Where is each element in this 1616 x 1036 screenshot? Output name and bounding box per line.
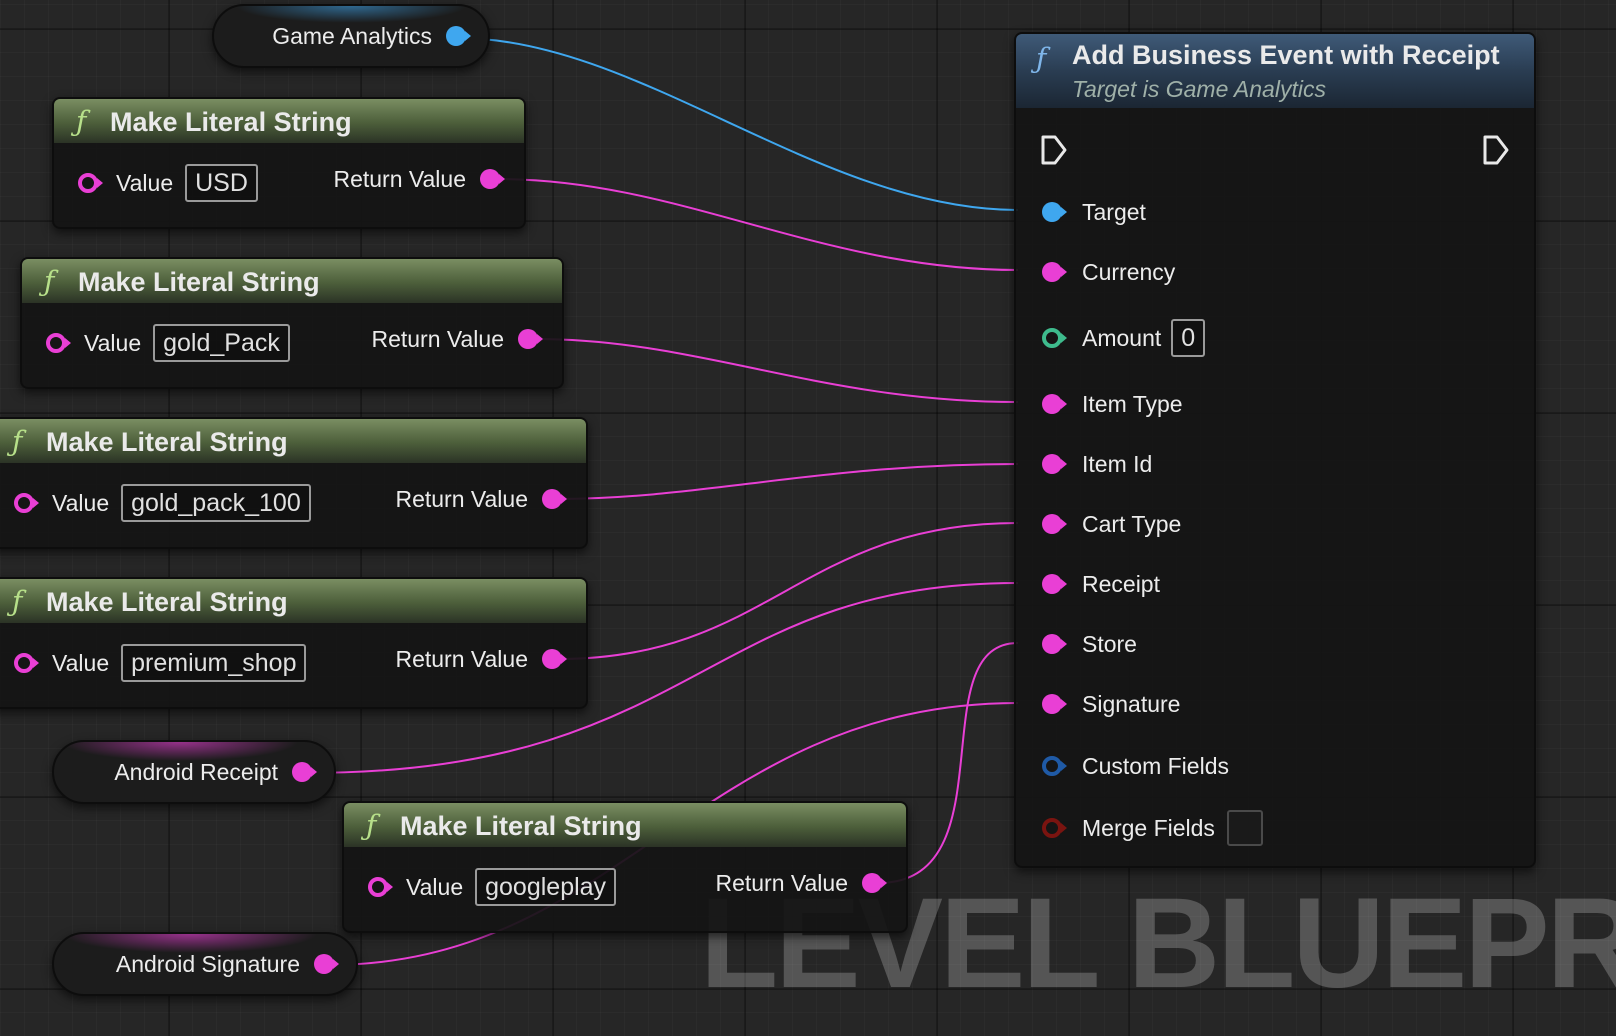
value-label: Value	[116, 169, 174, 196]
function-icon: ƒ	[366, 809, 377, 842]
function-icon: ƒ	[44, 265, 55, 298]
wire-usd-to-currency[interactable]	[497, 178, 1019, 271]
item-type-label: Item Type	[1082, 390, 1183, 417]
cart-type-label: Cart Type	[1082, 510, 1182, 537]
make-literal-string-node-googleplay[interactable]: ƒ Make Literal String Value googleplay R…	[342, 801, 908, 933]
string-output-pin-icon[interactable]	[518, 329, 543, 349]
item-id-label: Item Id	[1082, 450, 1153, 477]
game-analytics-label: Game Analytics	[272, 22, 432, 49]
merge-fields-label: Merge Fields	[1082, 814, 1215, 841]
node-header: ƒ Make Literal String	[22, 259, 562, 303]
return-value-label: Return Value	[395, 485, 528, 512]
object-pin-icon[interactable]	[446, 26, 471, 46]
merge-fields-pin-icon[interactable]	[1042, 818, 1067, 838]
signature-label: Signature	[1082, 690, 1181, 717]
return-value-label: Return Value	[715, 869, 848, 896]
node-header: ƒ Make Literal String	[0, 419, 586, 463]
make-literal-string-node-premium-shop[interactable]: ƒ Make Literal String Value premium_shop…	[0, 577, 588, 709]
currency-pin-icon[interactable]	[1042, 262, 1067, 282]
wire-game-analytics-to-target[interactable]	[457, 37, 1019, 211]
wire-gold-pack-to-item-type[interactable]	[535, 338, 1019, 403]
function-icon: ƒ	[1036, 42, 1047, 75]
wire-googleplay-to-store[interactable]	[877, 642, 1019, 884]
item-id-pin-icon[interactable]	[1042, 454, 1067, 474]
value-label: Value	[406, 873, 464, 900]
amount-pin-icon[interactable]	[1042, 328, 1067, 348]
value-text-field[interactable]: gold_Pack	[153, 324, 290, 362]
string-pin-icon[interactable]	[292, 762, 317, 782]
custom-fields-label: Custom Fields	[1082, 752, 1229, 779]
string-input-pin-icon[interactable]	[78, 173, 103, 193]
signature-pin-icon[interactable]	[1042, 694, 1067, 714]
exec-input-pin-icon[interactable]	[1040, 134, 1068, 166]
string-input-pin-icon[interactable]	[14, 653, 39, 673]
store-pin-icon[interactable]	[1042, 634, 1067, 654]
function-icon: ƒ	[12, 585, 23, 618]
function-icon: ƒ	[76, 105, 87, 138]
target-label: Target	[1082, 198, 1146, 225]
return-value-label: Return Value	[395, 645, 528, 672]
function-icon: ƒ	[12, 425, 23, 458]
string-output-pin-icon[interactable]	[862, 873, 887, 893]
node-title: Make Literal String	[46, 427, 288, 457]
string-input-pin-icon[interactable]	[368, 877, 393, 897]
value-text-field[interactable]: gold_pack_100	[121, 484, 311, 522]
android-signature-getter-node[interactable]: Android Signature	[52, 932, 358, 996]
string-input-pin-icon[interactable]	[14, 493, 39, 513]
node-header: ƒ Make Literal String	[0, 579, 586, 623]
string-pin-icon[interactable]	[314, 954, 339, 974]
value-text-field[interactable]: googleplay	[475, 868, 617, 906]
android-receipt-label: Android Receipt	[114, 758, 278, 785]
wire-premium-shop-to-cart-type[interactable]	[557, 522, 1019, 660]
string-output-pin-icon[interactable]	[480, 169, 505, 189]
node-header: ƒ Make Literal String	[54, 99, 524, 143]
node-header: ƒ Make Literal String	[344, 803, 906, 847]
wire-gold-pack-100-to-item-id[interactable]	[557, 463, 1019, 500]
node-title: Add Business Event with Receipt	[1072, 40, 1500, 70]
make-literal-string-node-gold-pack-100[interactable]: ƒ Make Literal String Value gold_pack_10…	[0, 417, 588, 549]
custom-fields-pin-icon[interactable]	[1042, 756, 1067, 776]
receipt-label: Receipt	[1082, 570, 1160, 597]
node-header: ƒ Add Business Event with Receipt Target…	[1016, 34, 1534, 108]
amount-number-field[interactable]: 0	[1171, 319, 1206, 357]
return-value-label: Return Value	[371, 325, 504, 352]
string-output-pin-icon[interactable]	[542, 649, 567, 669]
merge-fields-checkbox[interactable]	[1226, 810, 1263, 846]
add-business-event-with-receipt-node[interactable]: ƒ Add Business Event with Receipt Target…	[1014, 32, 1536, 868]
node-title: Make Literal String	[78, 267, 320, 297]
make-literal-string-node-gold-pack[interactable]: ƒ Make Literal String Value gold_Pack Re…	[20, 257, 564, 389]
wire-android-receipt-to-receipt[interactable]	[305, 582, 1019, 774]
string-input-pin-icon[interactable]	[46, 333, 71, 353]
value-label: Value	[84, 329, 142, 356]
node-title: Make Literal String	[46, 587, 288, 617]
item-type-pin-icon[interactable]	[1042, 394, 1067, 414]
game-analytics-getter-node[interactable]: Game Analytics	[212, 4, 490, 68]
target-pin-icon[interactable]	[1042, 202, 1067, 222]
node-title: Make Literal String	[110, 107, 352, 137]
node-subtitle: Target is Game Analytics	[1072, 76, 1326, 102]
amount-label: Amount	[1082, 324, 1162, 351]
currency-label: Currency	[1082, 258, 1176, 285]
make-literal-string-node-usd[interactable]: ƒ Make Literal String Value USD Return V…	[52, 97, 526, 229]
android-receipt-getter-node[interactable]: Android Receipt	[52, 740, 336, 804]
store-label: Store	[1082, 630, 1137, 657]
value-text-field[interactable]: premium_shop	[121, 644, 307, 682]
cart-type-pin-icon[interactable]	[1042, 514, 1067, 534]
android-signature-label: Android Signature	[115, 950, 300, 977]
return-value-label: Return Value	[333, 165, 466, 192]
string-output-pin-icon[interactable]	[542, 489, 567, 509]
node-title: Make Literal String	[400, 811, 642, 841]
value-label: Value	[52, 649, 110, 676]
value-text-field[interactable]: USD	[185, 164, 258, 202]
exec-output-pin-icon[interactable]	[1482, 134, 1510, 166]
receipt-pin-icon[interactable]	[1042, 574, 1067, 594]
value-label: Value	[52, 489, 110, 516]
